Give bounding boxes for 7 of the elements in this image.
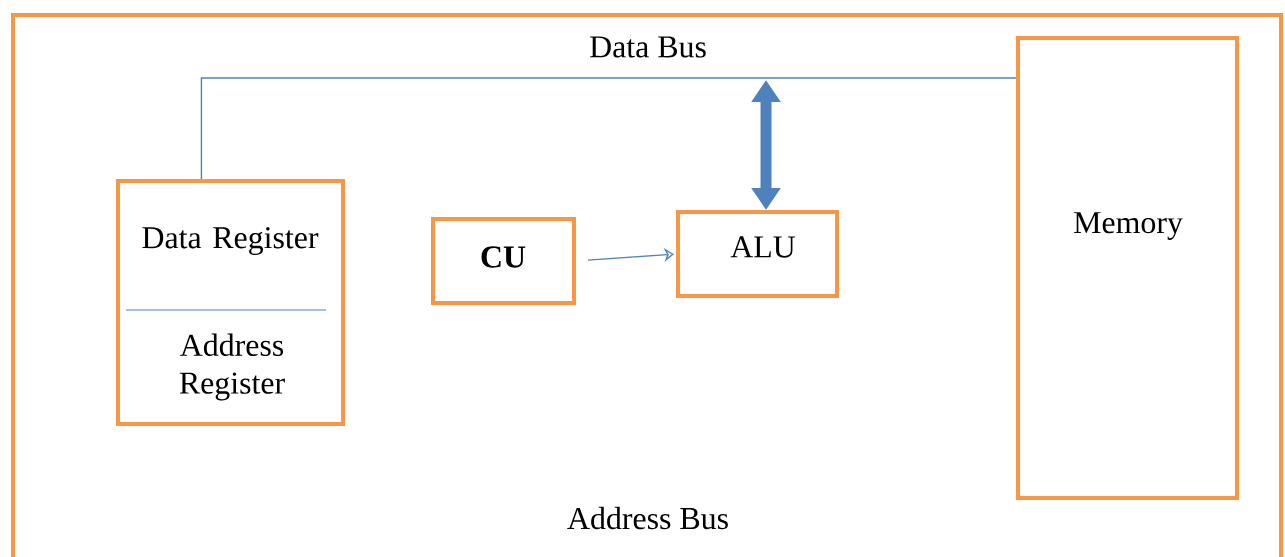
unit-box: CU <box>431 217 576 305</box>
bus-label: Address Bus <box>567 506 728 530</box>
bus-line <box>200 77 1017 180</box>
edge-label: Data Bus <box>590 36 706 58</box>
unit-box: ALU <box>676 210 839 298</box>
register-box: Data Register Address Register <box>116 179 345 426</box>
memory-box: Memory <box>1016 36 1239 500</box>
